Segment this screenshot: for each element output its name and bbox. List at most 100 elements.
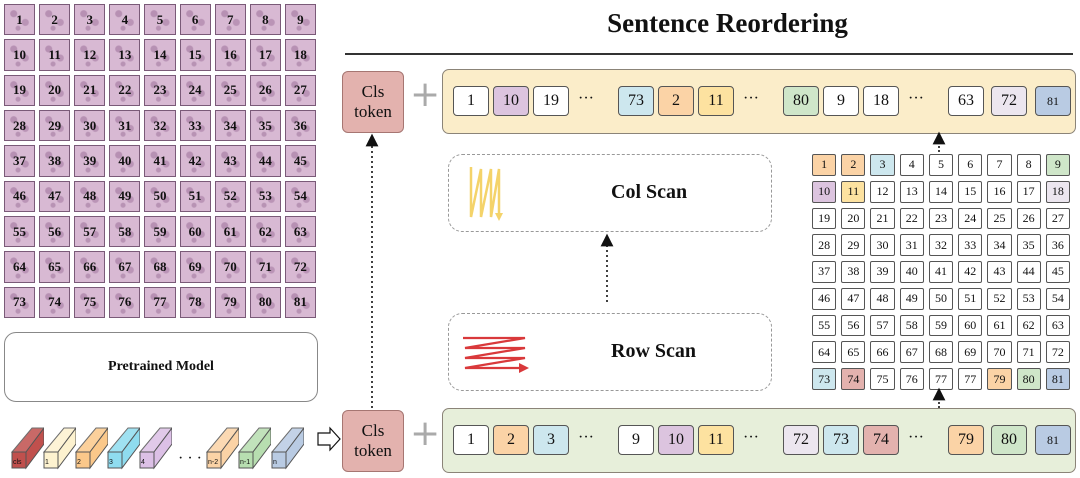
grid-cell: 24 — [958, 207, 983, 230]
input-token: 3 — [533, 425, 569, 455]
grid-cell: 51 — [958, 287, 983, 310]
cube-label: n — [273, 459, 277, 466]
image-patch: 6 — [179, 4, 211, 36]
image-patch: 22 — [109, 74, 141, 106]
grid-cell: 58 — [899, 314, 924, 337]
image-patch: 13 — [109, 39, 141, 71]
cube-label: 3 — [109, 459, 113, 466]
image-patch: 28 — [4, 110, 36, 142]
image-patch: 45 — [284, 145, 316, 177]
image-patch: 63 — [284, 216, 316, 248]
grid-cell: 63 — [1045, 314, 1070, 337]
reordered-token: 9 — [823, 86, 859, 116]
grid-cell: 13 — [899, 180, 924, 203]
image-patch: 69 — [179, 251, 211, 283]
cube-shape — [42, 426, 77, 470]
image-patch: 58 — [109, 216, 141, 248]
input-token: 81 — [1035, 425, 1071, 455]
grid-cell: 29 — [841, 234, 866, 257]
image-patch: 52 — [214, 180, 246, 212]
cube-label: n-2 — [208, 459, 219, 466]
image-patch: 66 — [74, 251, 106, 283]
grid-cell: 37 — [812, 261, 837, 283]
grid-cell: 15 — [958, 180, 983, 203]
image-patch: 41 — [144, 145, 176, 177]
image-patch: 47 — [39, 180, 71, 212]
grid-cell: 18 — [1045, 180, 1070, 203]
grid-cell: 76 — [899, 368, 924, 390]
image-patch: 44 — [249, 145, 281, 177]
image-patch: 19 — [4, 74, 36, 106]
reordered-token: 81 — [1035, 86, 1071, 116]
cube-label: 2 — [77, 459, 81, 466]
image-patch: 68 — [144, 251, 176, 283]
grid-cell: 8 — [1016, 154, 1041, 176]
grid-cell: 27 — [1045, 207, 1070, 230]
cls-token-top: Cls token — [342, 71, 404, 133]
grid-cell: 28 — [812, 234, 837, 257]
image-patch: 9 — [284, 4, 316, 36]
image-patch: 55 — [4, 216, 36, 248]
image-patch: 73 — [4, 286, 36, 318]
grid-cell: 6 — [958, 154, 983, 176]
grid-cell: 7 — [987, 154, 1012, 176]
image-patch: 62 — [249, 216, 281, 248]
image-patch: 14 — [144, 39, 176, 71]
image-patch: 48 — [74, 180, 106, 212]
grid-cell: 53 — [1016, 287, 1041, 310]
image-patch: 20 — [39, 74, 71, 106]
grid-cell: 46 — [812, 287, 837, 310]
input-token-cube: cls — [10, 420, 45, 470]
image-patch: 42 — [179, 145, 211, 177]
image-patch: 57 — [74, 216, 106, 248]
row-scan-box: Row Scan — [448, 313, 772, 391]
input-token-cube: n — [270, 420, 305, 470]
image-patch: 37 — [4, 145, 36, 177]
image-patch: 32 — [144, 110, 176, 142]
grid-cell: 35 — [1016, 234, 1041, 257]
image-patch: 7 — [214, 4, 246, 36]
image-patch: 54 — [284, 180, 316, 212]
input-token: 72 — [783, 425, 819, 455]
input-token-cube: 1 — [42, 420, 77, 470]
image-patch: 15 — [179, 39, 211, 71]
grid-cell: 19 — [812, 207, 837, 230]
image-patch: 34 — [214, 110, 246, 142]
input-token: 9 — [618, 425, 654, 455]
image-patch: 80 — [249, 286, 281, 318]
reordered-ellipsis: ··· — [743, 90, 759, 107]
cls-token-top-line2: token — [354, 102, 392, 121]
input-token-cube: 2 — [74, 420, 109, 470]
image-patch: 61 — [214, 216, 246, 248]
input-token: 10 — [658, 425, 694, 455]
grid-cell: 3 — [870, 154, 895, 176]
cls-token-bottom: Cls token — [342, 410, 404, 472]
grid-cell: 79 — [987, 368, 1012, 390]
grid-cell: 48 — [870, 287, 895, 310]
reordered-token: 18 — [863, 86, 899, 116]
grid-cell: 70 — [987, 341, 1012, 364]
grid-cell: 12 — [870, 180, 895, 203]
image-patch: 23 — [144, 74, 176, 106]
reordered-token: 11 — [698, 86, 734, 116]
grid-cell: 38 — [841, 261, 866, 283]
input-ellipsis: ··· — [908, 429, 924, 446]
image-patch: 77 — [144, 286, 176, 318]
col-scan-box: Col Scan — [448, 154, 772, 232]
grid-cell: 68 — [928, 341, 954, 364]
reordered-token: 80 — [783, 86, 819, 116]
input-ellipsis: ··· — [578, 429, 594, 446]
grid-cell: 34 — [987, 234, 1012, 257]
grid-cell: 61 — [987, 314, 1012, 337]
grid-cell: 17 — [1016, 180, 1041, 203]
grid-cell: 40 — [899, 261, 924, 283]
image-patch: 25 — [214, 74, 246, 106]
grid-cell: 73 — [812, 368, 837, 390]
image-patch: 50 — [144, 180, 176, 212]
grid-cell: 59 — [928, 314, 954, 337]
image-patch: 76 — [109, 286, 141, 318]
image-patch: 72 — [284, 251, 316, 283]
